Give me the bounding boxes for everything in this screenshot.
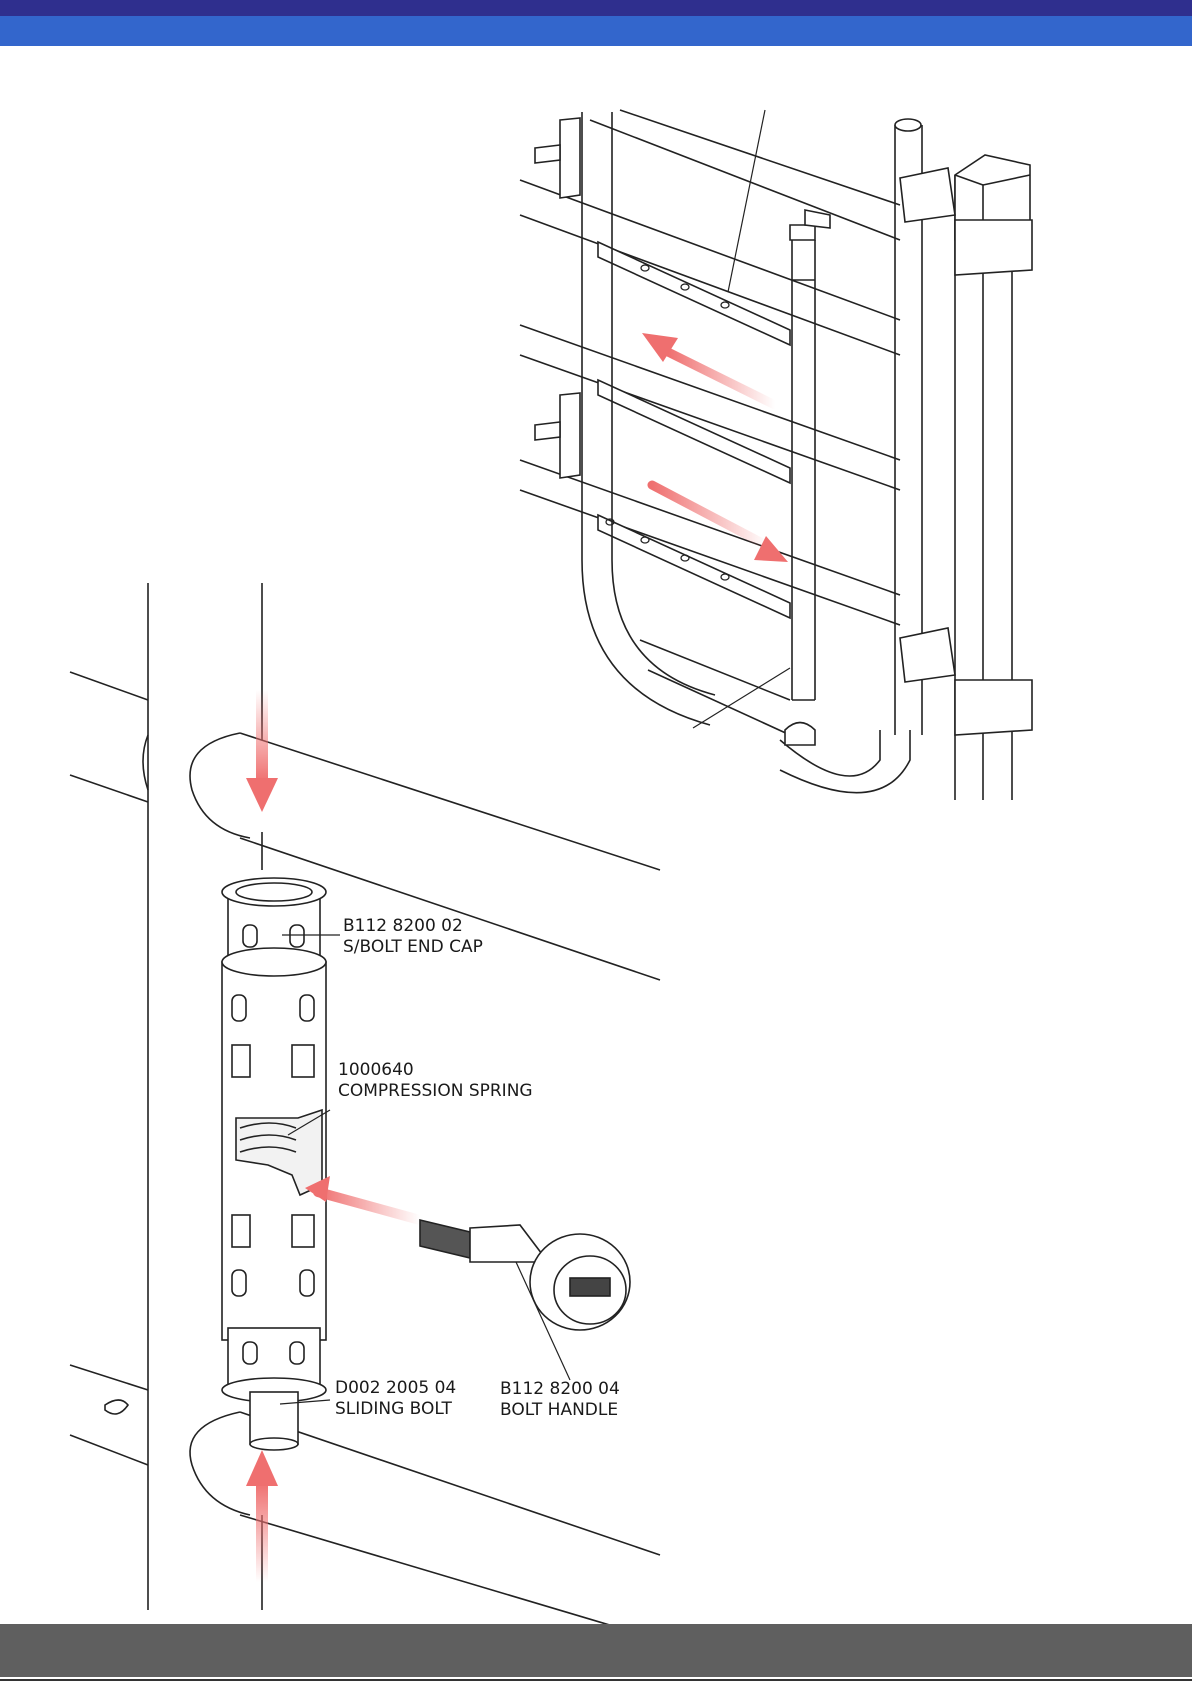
label-end-cap: B112 8200 02 S/BOLT END CAP	[343, 916, 483, 958]
label-handle-name: BOLT HANDLE	[500, 1400, 620, 1421]
direction-arrow-open	[642, 333, 775, 405]
label-spring-name: COMPRESSION SPRING	[338, 1081, 533, 1102]
label-bolt: D002 2005 04 SLIDING BOLT	[335, 1378, 456, 1420]
footer-rule	[0, 1679, 1192, 1681]
leader-line	[728, 110, 765, 292]
handle-assembly-small	[535, 118, 580, 478]
sliding-bolt-tube	[785, 210, 830, 745]
bolt-body-part	[222, 948, 326, 1402]
bolt-handle-part	[420, 1220, 630, 1330]
label-bolt-name: SLIDING BOLT	[335, 1399, 456, 1420]
insertion-arrow-up	[246, 1450, 278, 1582]
label-spring: 1000640 COMPRESSION SPRING	[338, 1060, 533, 1102]
label-bolt-part: D002 2005 04	[335, 1378, 456, 1399]
insertion-arrow-down	[246, 690, 278, 812]
footer-bar	[0, 1624, 1192, 1677]
label-end-cap-part: B112 8200 02	[343, 916, 483, 937]
label-end-cap-name: S/BOLT END CAP	[343, 937, 483, 958]
label-spring-part: 1000640	[338, 1060, 533, 1081]
label-handle-part: B112 8200 04	[500, 1379, 620, 1400]
gate-overview-view	[520, 110, 1032, 800]
gate-rung	[598, 242, 790, 618]
sliding-bolt-part	[250, 1392, 298, 1450]
exploded-view	[70, 583, 660, 1640]
label-handle: B112 8200 04 BOLT HANDLE	[500, 1379, 620, 1421]
